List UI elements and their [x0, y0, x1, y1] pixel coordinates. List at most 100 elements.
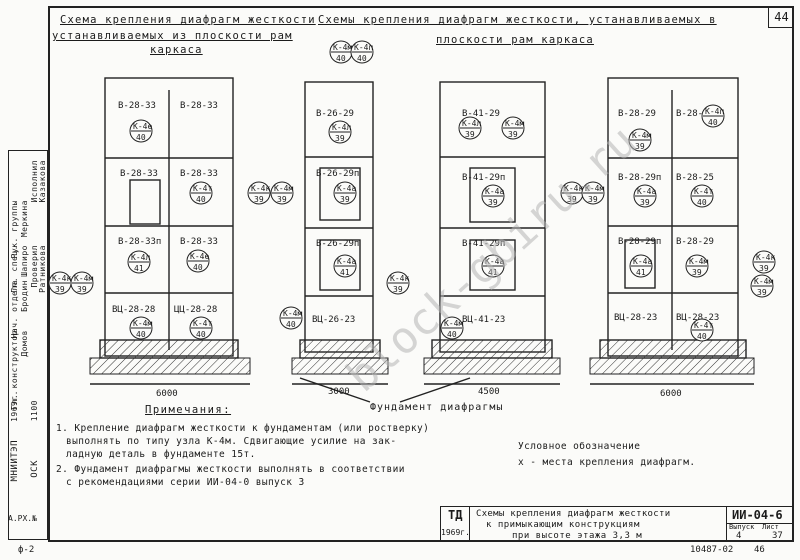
note2-line1: 2. Фундамент диафрагмы жесткости выполня…: [56, 464, 405, 475]
marker-label: К-4м: [333, 43, 352, 52]
title-block-divider: [726, 523, 794, 524]
marker-label: К-4л: [131, 253, 150, 262]
panel-f2-1: В-26-29: [316, 109, 354, 119]
marker-number: 40: [136, 133, 146, 142]
marker-number: 41: [488, 268, 498, 277]
panel-f2-3: В-26-29п: [316, 239, 359, 249]
panel-f3-4: ВЦ-41-23: [462, 315, 505, 325]
marker-number: 40: [286, 320, 296, 329]
dim-frame4: 6000: [660, 389, 682, 399]
panel-f4-1: В-28-29: [618, 109, 656, 119]
marker-number: 41: [340, 268, 350, 277]
title-block-code-cell: [726, 506, 794, 542]
marker-label: К-4а: [633, 257, 652, 266]
title-left-line3: каркаса: [150, 44, 203, 56]
title-right-line2: плоскости рам каркаса: [436, 34, 594, 46]
marker-number: 40: [196, 195, 206, 204]
title-block: [440, 506, 794, 542]
marker-label: К-4т: [694, 321, 713, 330]
panel-f1-1: В-28-33: [118, 101, 156, 111]
issue-number: 4: [736, 531, 742, 541]
stamp-archive: А.РХ.№: [8, 514, 37, 523]
marker-number: 39: [254, 195, 264, 204]
panel-f2-4: ВЦ-26-23: [312, 315, 355, 325]
marker-number: 40: [357, 54, 367, 63]
footer-page: 46: [754, 545, 765, 555]
notes-title: Примечания:: [145, 404, 232, 416]
marker-number: 39: [465, 130, 475, 139]
legend-title: Условное обозначение: [518, 441, 641, 452]
marker-number: 39: [640, 198, 650, 207]
marker-number: 39: [488, 198, 498, 207]
marker-number: 39: [335, 134, 345, 143]
footer-inv: 10487-02: [690, 545, 734, 555]
title-left-line2: устанавливаемых из плоскости рам: [52, 30, 293, 42]
marker-number: 39: [277, 195, 287, 204]
marker-number: 39: [508, 130, 518, 139]
dim-frame1: 6000: [156, 389, 178, 399]
marker-label: К-4м: [585, 184, 604, 193]
marker-number: 40: [336, 54, 346, 63]
marker-label: К-4м: [754, 277, 773, 286]
marker-number: 40: [193, 263, 203, 272]
marker-label: К-4к: [390, 274, 409, 283]
marker-label: К-4л: [332, 123, 351, 132]
marker-number: 40: [708, 118, 718, 127]
sheet-number: 44: [768, 6, 794, 28]
title-right-line1: Схемы крепления диафрагм жесткости, уста…: [318, 14, 717, 26]
marker-number: 39: [393, 285, 403, 294]
panel-f4-3: В-28-29п: [618, 173, 661, 183]
marker-number: 39: [635, 142, 645, 151]
dim-frame3: 4500: [478, 387, 500, 397]
marker-number: 39: [77, 285, 87, 294]
panel-f4-8: ВЦ-28-23: [676, 313, 719, 323]
panel-f4-4: В-28-25: [676, 173, 714, 183]
marker-label: К-4т: [694, 187, 713, 196]
title-block-year: 1969г.: [441, 528, 470, 537]
marker-label: К-4е: [133, 122, 152, 131]
marker-label: К-4м: [133, 319, 152, 328]
marker-label: К-4а: [485, 187, 504, 196]
panel-f1-3: В-28-33: [120, 169, 158, 179]
marker-number: 40: [136, 330, 146, 339]
title-block-line1: Схемы крепления диафрагм жесткости: [476, 509, 671, 519]
marker-label: К-4п: [354, 43, 373, 52]
note1-line2: выполнять по типу узла К-4м. Сдвигающие …: [66, 436, 397, 447]
marker-number: 40: [447, 330, 457, 339]
marker-number: 39: [567, 195, 577, 204]
panel-f1-5: В-28-33п: [118, 237, 161, 247]
panel-f3-1: В-41-29: [462, 109, 500, 119]
marker-label: К-4п: [705, 107, 724, 116]
panel-f1-4: В-28-33: [180, 169, 218, 179]
sheet-frame: [48, 6, 794, 542]
title-block-code: ИИ-04-6: [732, 508, 783, 522]
panel-f4-2: В-28-29: [676, 109, 714, 119]
marker-number: 39: [757, 288, 767, 297]
issue-label: Выпуск: [729, 523, 755, 531]
note2-line2: с рекомендациями серии ИИ-04-0 выпуск 3: [66, 477, 305, 488]
title-block-line3: при высоте этажа 3,3 м: [512, 531, 643, 541]
marker-number: 40: [697, 332, 707, 341]
marker-number: 39: [588, 195, 598, 204]
marker-label: К-4м: [689, 257, 708, 266]
panel-f1-7: ВЦ-28-28: [112, 305, 155, 315]
legend-item: х - места крепления диафрагм.: [518, 457, 696, 468]
marker-label: К-4к: [52, 274, 71, 283]
panel-f1-2: В-28-33: [180, 101, 218, 111]
note1-line3: ладную деталь в фундаменте 15т.: [66, 449, 256, 460]
marker-number: 40: [697, 198, 707, 207]
stamp-format: ф-2: [18, 545, 35, 555]
sheet-label: Лист: [762, 523, 779, 531]
marker-label: К-4л: [462, 119, 481, 128]
panel-f1-6: В-28-33: [180, 237, 218, 247]
marker-label: К-4м: [283, 309, 302, 318]
title-block-line2: к примыкающим конструкциям: [486, 520, 640, 530]
foundation-label: Фундамент диафрагмы: [370, 401, 503, 413]
marker-label: К-4м: [274, 184, 293, 193]
marker-label: К-4а: [337, 257, 356, 266]
marker-number: 39: [55, 285, 65, 294]
panel-f4-5: В-28-29п: [618, 237, 661, 247]
marker-number: 41: [134, 264, 144, 273]
marker-label: К-4е: [190, 252, 209, 261]
